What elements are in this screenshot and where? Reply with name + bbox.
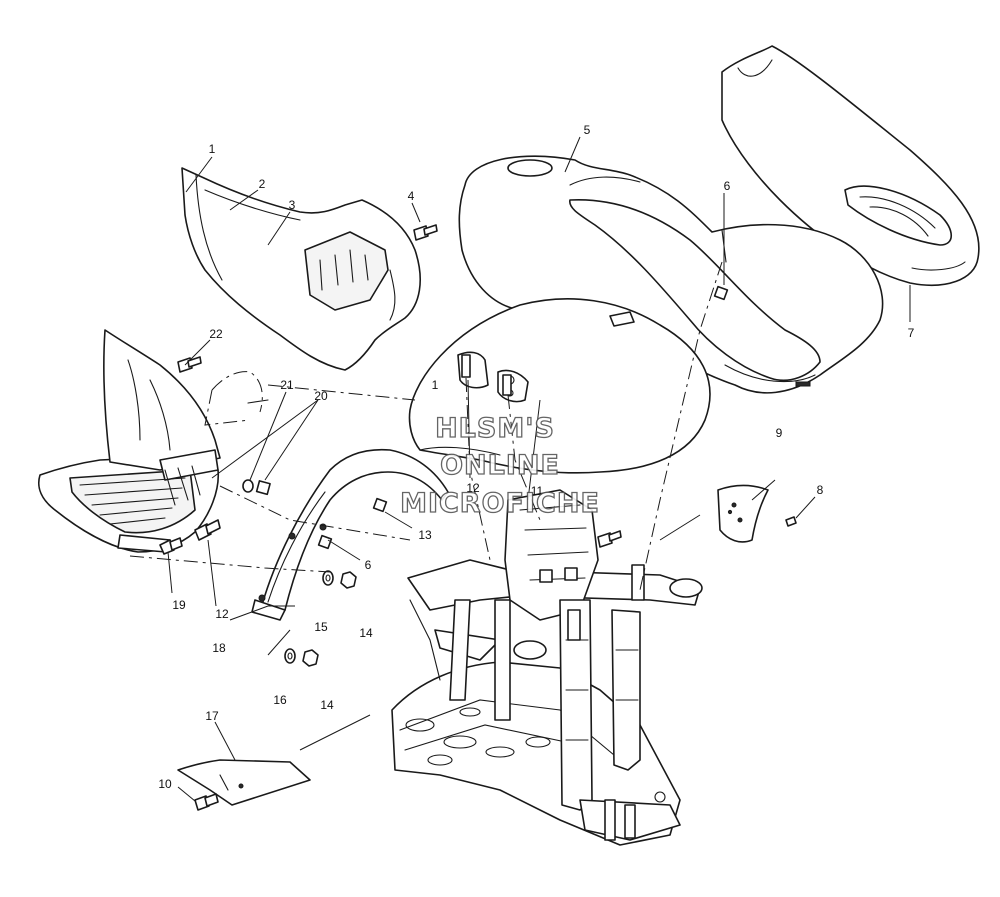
callout-9: 9 [776,426,783,440]
callout-8: 8 [817,483,824,497]
watermark-line-2: ONLINE [440,450,560,481]
callout-2: 2 [259,177,266,191]
left-side-panel-part [181,167,421,371]
chassis-frame-part [391,489,703,846]
callout-14-upper: 14 [359,626,373,640]
callout-21: 21 [280,378,294,392]
callout-19: 19 [172,598,186,612]
callout-4: 4 [408,189,415,203]
hardware-parts [159,224,797,811]
rear-fender-part [458,155,884,394]
bracket-part-22 [204,371,269,426]
watermark-line-3: MICROFICHE [400,488,600,519]
watermark-line-1: HLSM'S [435,413,555,444]
watermark: HLSM'S ONLINE MICROFICHE [399,412,600,519]
callout-13: 13 [418,528,432,542]
bracket-part-9 [717,484,769,543]
skid-plate-part [177,759,311,806]
front-fender-part [408,298,711,474]
callout-16: 16 [273,693,287,707]
callout-6-upper: 6 [724,179,731,193]
callout-15: 15 [314,620,328,634]
fender-flare-part [251,448,449,621]
footrest-part [38,329,221,553]
callout-7: 7 [908,326,915,340]
callout-3: 3 [289,198,296,212]
callout-22: 22 [209,327,223,341]
rear-cover-part [721,45,980,286]
leader-lines [167,136,911,802]
callout-1: 1 [209,142,216,156]
callout-10: 10 [158,777,172,791]
callout-6-lower: 6 [365,558,372,572]
callout-17: 17 [205,709,219,723]
callout-18: 18 [212,641,226,655]
callout-5: 5 [584,123,591,137]
callout-14-lower: 14 [320,698,334,712]
callout-11: 11 [531,484,544,498]
callout-1-body: 1 [432,378,439,392]
callout-labels: 1 2 3 4 5 6 6 7 8 9 10 11 12 12 13 14 14… [158,123,914,791]
callout-20: 20 [314,389,328,403]
callout-12-lower: 12 [215,607,229,621]
callout-12-upper: 12 [466,481,480,495]
